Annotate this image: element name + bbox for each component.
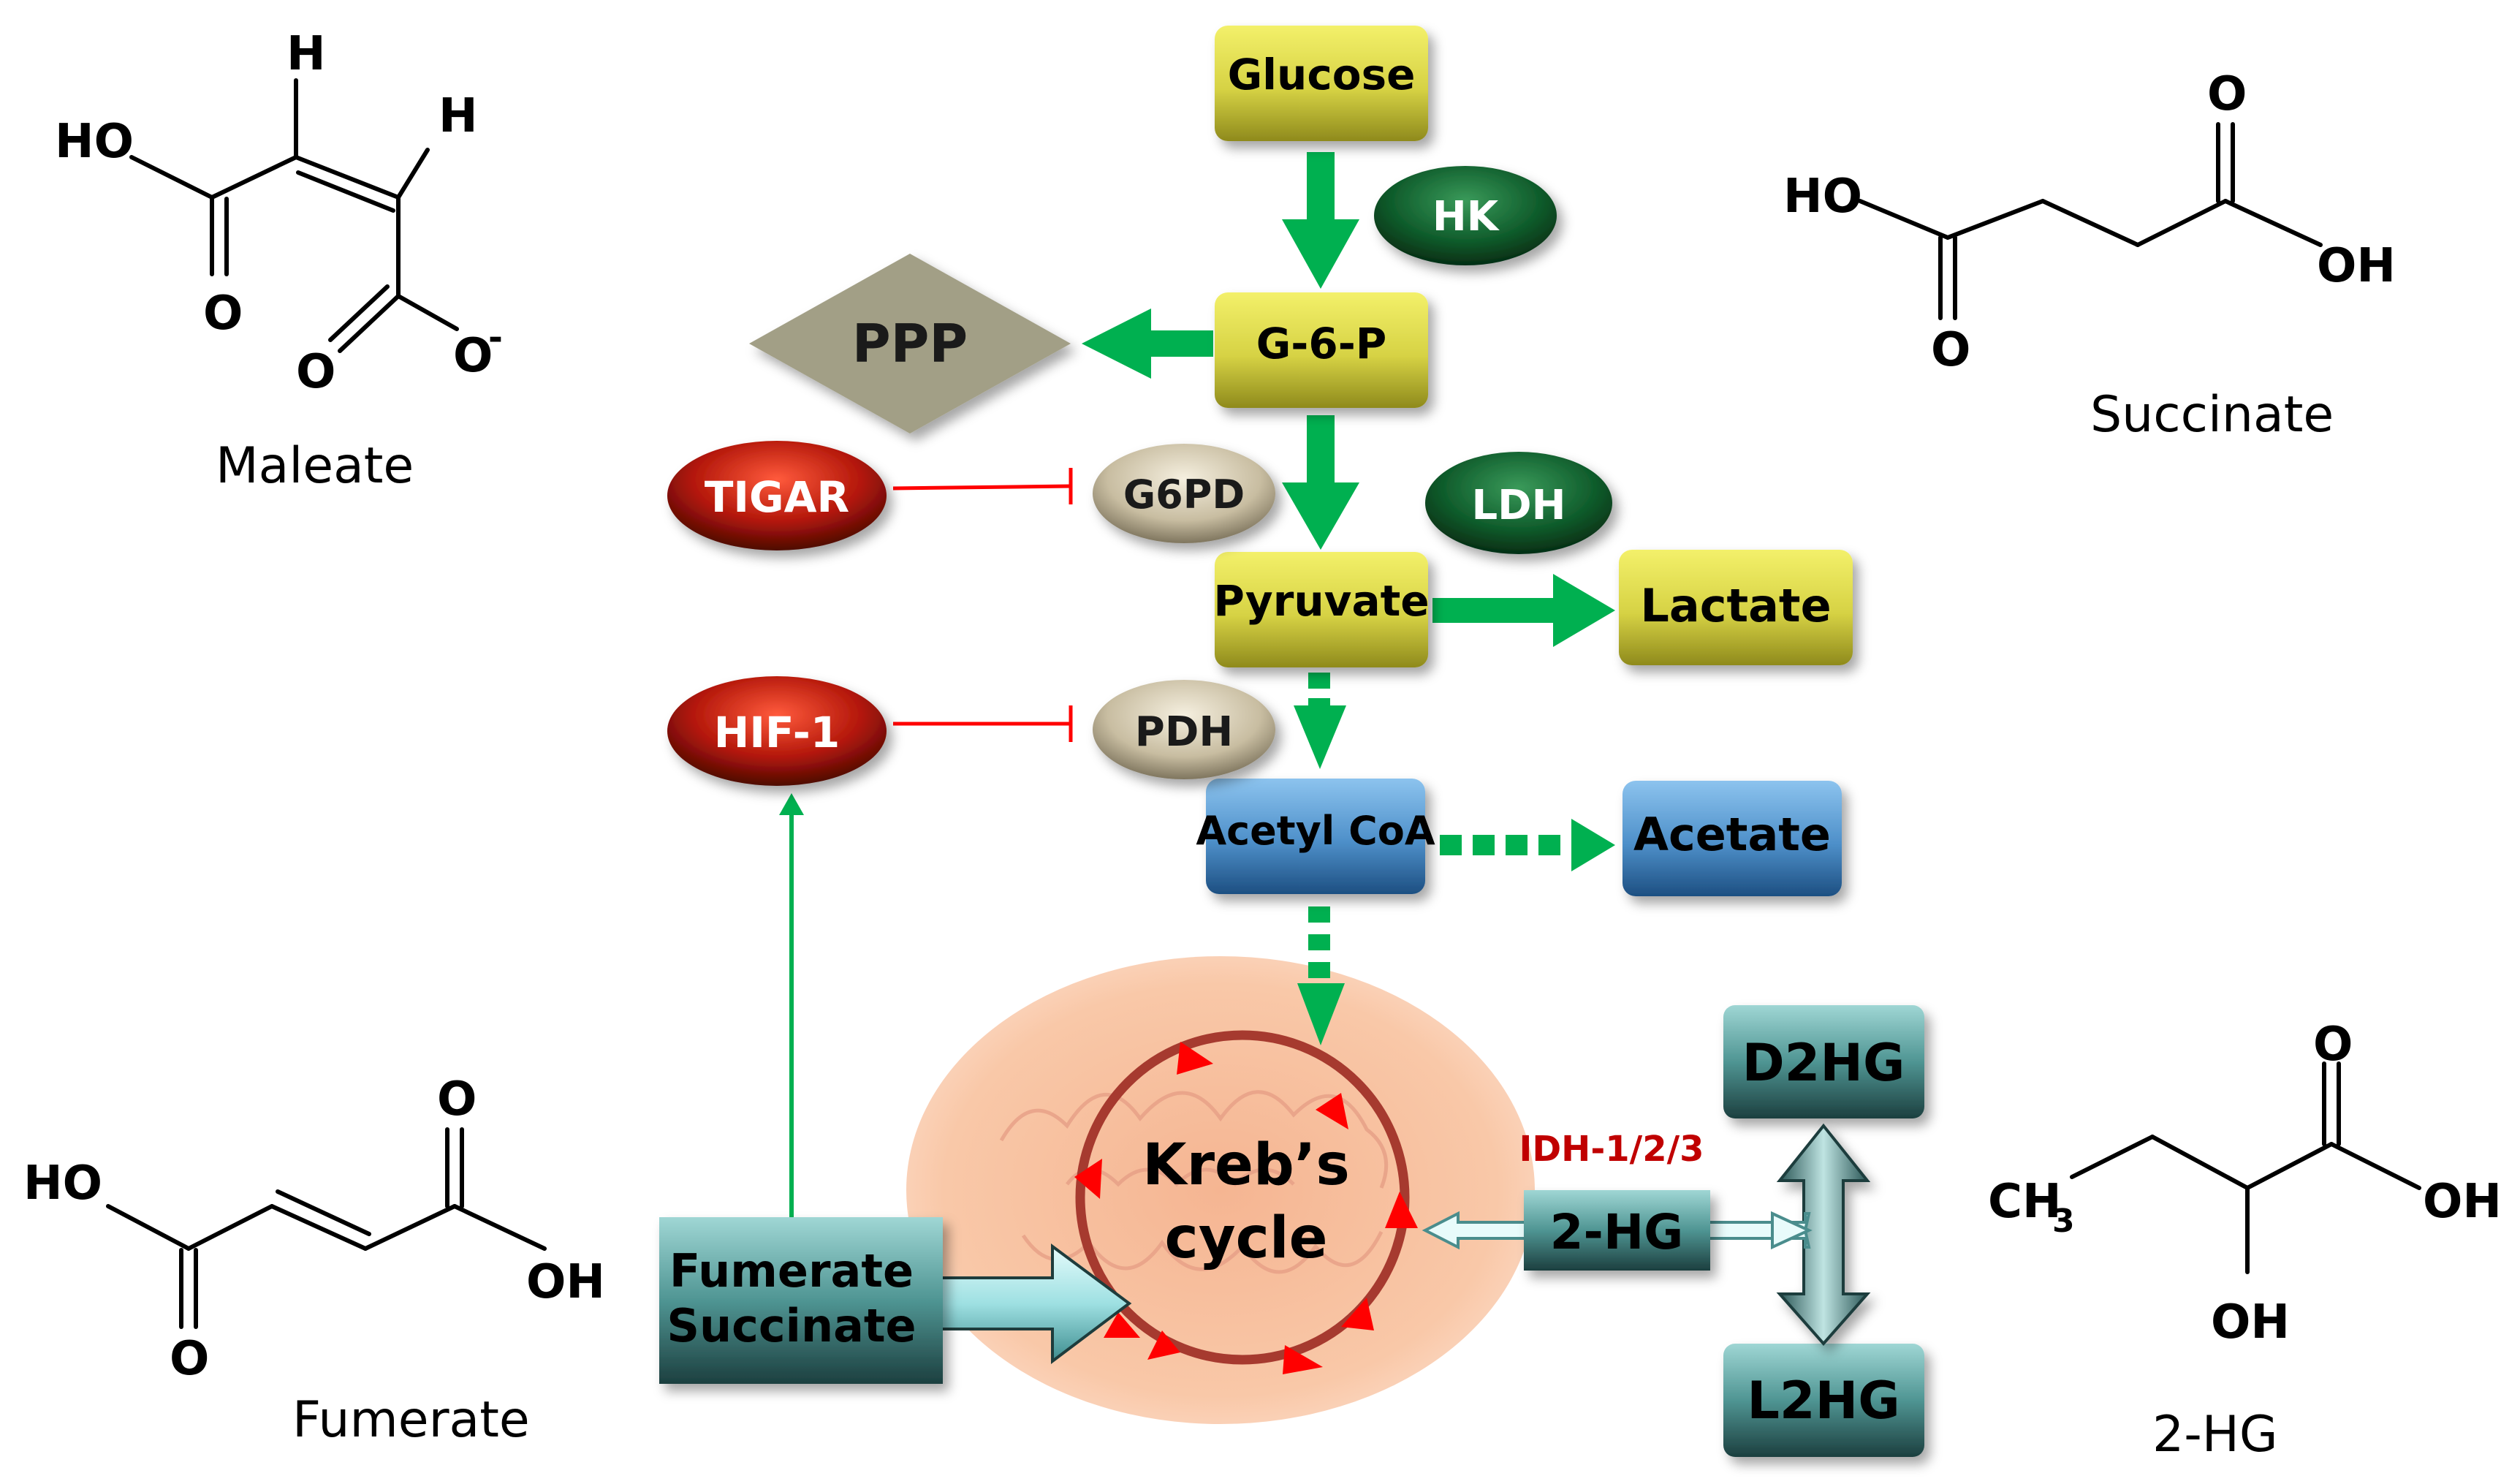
l2hg-label: L2HG <box>1747 1371 1900 1431</box>
maleate-h2: H <box>439 89 478 143</box>
fumerate-oh: OH <box>526 1255 605 1309</box>
succinate-box-label: Succinate <box>667 1299 916 1352</box>
two-hg-oh-right: OH <box>2423 1175 2502 1229</box>
fumerate-caption: Fumerate <box>292 1391 530 1449</box>
maleate-o2: O <box>296 345 335 399</box>
idh-label: IDH-1/2/3 <box>1519 1129 1704 1170</box>
inhibit-hif1-pdh <box>893 705 1073 742</box>
d2hg-label: D2HG <box>1742 1033 1905 1093</box>
glucose-box: Glucose <box>1215 26 1428 141</box>
acetate-box: Acetate <box>1623 781 1842 896</box>
fumerate-structure: HO OH O O Fumerate <box>23 1072 605 1449</box>
two-hg-box: 2-HG <box>1524 1190 1710 1271</box>
l2hg-box: L2HG <box>1723 1344 1924 1457</box>
arrow-acetate-head <box>1571 819 1615 871</box>
succinate-oh: OH <box>2317 239 2396 293</box>
two-hg-ch: CH <box>1988 1175 2062 1229</box>
arrow-glucose-to-g6p <box>1282 152 1359 289</box>
arrow-g6p-to-ppp <box>1082 308 1213 379</box>
hif1-oval: HIF-1 <box>667 676 887 786</box>
arrow-g6p-to-pyruvate <box>1282 415 1359 550</box>
hk-oval: HK <box>1374 166 1557 265</box>
dashed-arrows <box>1308 673 1560 978</box>
fumerate-succinate-arrow <box>938 1243 1132 1365</box>
acetyl-coa-label: Acetyl CoA <box>1196 808 1435 854</box>
two-hg-box-label: 2-HG <box>1550 1204 1684 1260</box>
krebs-label-line2: cycle <box>1165 1205 1328 1271</box>
two-hg-oh-bottom: OH <box>2211 1295 2290 1349</box>
acetyl-coa-box: Acetyl CoA <box>1196 779 1435 894</box>
hif1-label: HIF-1 <box>714 708 840 757</box>
maleate-h1: H <box>286 27 326 81</box>
tigar-oval: TIGAR <box>667 441 887 550</box>
g6pd-oval: G6PD <box>1093 444 1275 543</box>
ppp-node <box>749 254 1071 434</box>
flow-arrows <box>1082 152 1615 1045</box>
inhibit-tigar-g6pd <box>892 468 1073 504</box>
succinate-o-top: O <box>2207 67 2247 121</box>
arrow-pdh-entry-head <box>1294 705 1346 769</box>
fumerate-o-top: O <box>437 1072 477 1127</box>
tigar-label: TIGAR <box>705 472 849 522</box>
pdh-oval: PDH <box>1093 680 1275 779</box>
krebs-label-line1: Kreb’s <box>1142 1132 1350 1198</box>
succinate-structure: HO OH O O Succinate <box>1783 67 2396 444</box>
fumerate-succinate-box: Fumerate Succinate <box>659 1217 943 1384</box>
fumerate-box-label: Fumerate <box>669 1244 914 1298</box>
ppp-label: PPP <box>852 313 968 374</box>
lactate-label: Lactate <box>1640 579 1831 632</box>
hk-label: HK <box>1432 193 1500 241</box>
d2hg-box: D2HG <box>1723 1005 1924 1118</box>
arrow-d2hg-l2hg <box>1776 1123 1871 1347</box>
two-hg-sub3: 3 <box>2052 1203 2075 1240</box>
maleate-ho: HO <box>55 115 134 169</box>
lactate-box: Lactate <box>1619 550 1853 665</box>
pdh-label: PDH <box>1135 708 1233 756</box>
glucose-label: Glucose <box>1228 50 1416 99</box>
maleate-o1: O <box>203 287 243 341</box>
g6p-box: G-6-P <box>1215 292 1428 408</box>
succinate-ho: HO <box>1783 170 1862 224</box>
arrow-krebs-entry-head <box>1297 983 1345 1045</box>
maleate-charge: - <box>488 317 503 358</box>
maleate-structure: H H HO O O O - Maleate <box>55 27 503 495</box>
pyruvate-label: Pyruvate <box>1213 576 1429 626</box>
pyruvate-box: Pyruvate <box>1213 552 1430 667</box>
arrow-fumerate-to-hif1 <box>779 793 804 1217</box>
fumerate-ho: HO <box>23 1156 102 1211</box>
inhibition-lines <box>892 468 1073 742</box>
arrow-pyruvate-to-lactate <box>1432 574 1615 647</box>
g6pd-label: G6PD <box>1123 472 1245 518</box>
succinate-o-bottom: O <box>1931 323 1970 377</box>
g6p-label: G-6-P <box>1256 319 1387 368</box>
two-hg-o: O <box>2313 1018 2353 1072</box>
ldh-oval: LDH <box>1425 452 1612 554</box>
fumerate-o-bottom: O <box>170 1332 209 1386</box>
krebs-cycle: Kreb’s cycle <box>1074 1030 1418 1374</box>
two-hg-caption: 2-HG <box>2152 1406 2278 1464</box>
acetate-label: Acetate <box>1633 808 1831 861</box>
succinate-caption: Succinate <box>2090 386 2334 444</box>
maleate-o-minus: O <box>453 329 493 383</box>
maleate-caption: Maleate <box>216 437 414 495</box>
two-hg-structure: CH 3 OH OH O 2-HG <box>1988 1018 2502 1464</box>
ldh-label: LDH <box>1471 482 1565 529</box>
